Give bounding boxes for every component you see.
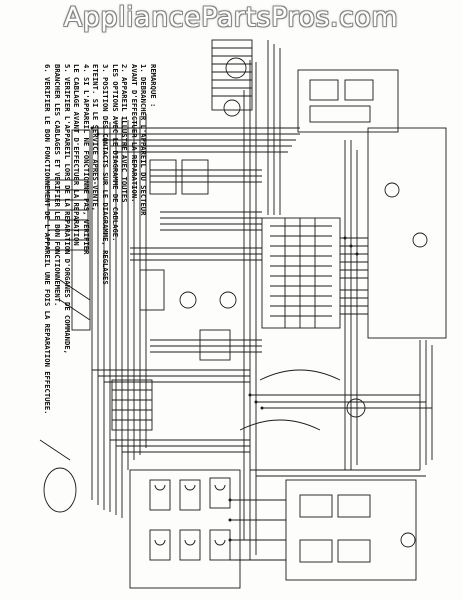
fan-symbol: [223, 99, 241, 117]
upper-right-control-box: [297, 69, 399, 133]
element-switch-4: [149, 529, 171, 561]
sensor-block: [309, 105, 371, 123]
transformer-symbol: [43, 467, 77, 513]
rotated-notes-block: REMARQUE : 1. DEBRANCHER L'APPAREIL DU S…: [43, 64, 158, 504]
thermostat-symbol: [346, 398, 366, 418]
notes-line: LE CABLAGE AVANT D'EFFECTUER LA REPARATI…: [72, 64, 82, 246]
door-lock-switch: [309, 79, 339, 101]
notes-line: 2. APPAREIL ILLUSTRE AVEC TOUTES: [120, 64, 130, 203]
notes-line: 4. SI L'APPAREIL NE FONCTIONNE PAS, VERI…: [81, 64, 91, 255]
right-control-board: [367, 127, 447, 339]
element-switch-2: [179, 479, 201, 511]
notes-line: ETEINT. SI LE SERVICE APRES-VENTE,: [91, 64, 101, 212]
notes-line: 3. POSITION DES CONTACTS SUR LE DIAGRAMM…: [101, 64, 111, 285]
left-heater-block: [111, 379, 153, 431]
top-terminal-block: [211, 39, 253, 111]
lower-left-element-box: [129, 469, 241, 589]
broil-relay: [181, 159, 209, 195]
notes-heading: REMARQUE :: [149, 64, 158, 108]
element-switch-5: [179, 529, 201, 561]
motor-symbol: [225, 57, 247, 79]
relay-coil-1: [384, 182, 400, 198]
element-switch-6: [209, 529, 231, 561]
notes-line: AVANT D'EFFECTUER LA REPARATION.: [129, 64, 139, 203]
notes-line: 5. VERIFIER L'APPAREIL LORS DE LA REPARA…: [62, 64, 72, 354]
central-relay-board: [261, 217, 341, 329]
lower-right-control-box: [285, 479, 417, 581]
rotary-switch-b: [337, 494, 371, 518]
lamp-symbol: [179, 291, 197, 309]
element-switch-1: [149, 479, 171, 511]
element-switch-3: [209, 477, 231, 509]
notes-line: 1. DEBRANCHER L'APPAREIL DU SECTEUR: [139, 64, 149, 216]
terminal-strip: [71, 129, 91, 331]
latch-switch: [344, 79, 374, 101]
rotary-switch-a: [299, 494, 333, 518]
clock-motor: [219, 291, 237, 309]
connector-dots: [90, 126, 359, 542]
rotary-switch-c: [299, 539, 333, 563]
notes-line: LES OPTIONS AVEC LE DIAGRAMME DE CABLAGE…: [110, 64, 120, 242]
rotary-switch-d: [337, 539, 371, 563]
cooling-fan-switch: [199, 329, 231, 361]
oven-light-switch: [139, 269, 165, 311]
lower-switch-symbol: [400, 532, 416, 548]
notes-line: 6. VERIFIER LE BON FONCTIONNEMENT DE L'A…: [43, 64, 53, 415]
notes-line: BRANCHER LES CABLAGES ET VERIFIER LE BON…: [53, 64, 63, 307]
watermark-text: AppliancePartsPros.com: [63, 2, 399, 33]
relay-coil-2: [412, 232, 428, 248]
power-terminal-block: [47, 179, 89, 251]
bake-relay: [149, 159, 177, 195]
